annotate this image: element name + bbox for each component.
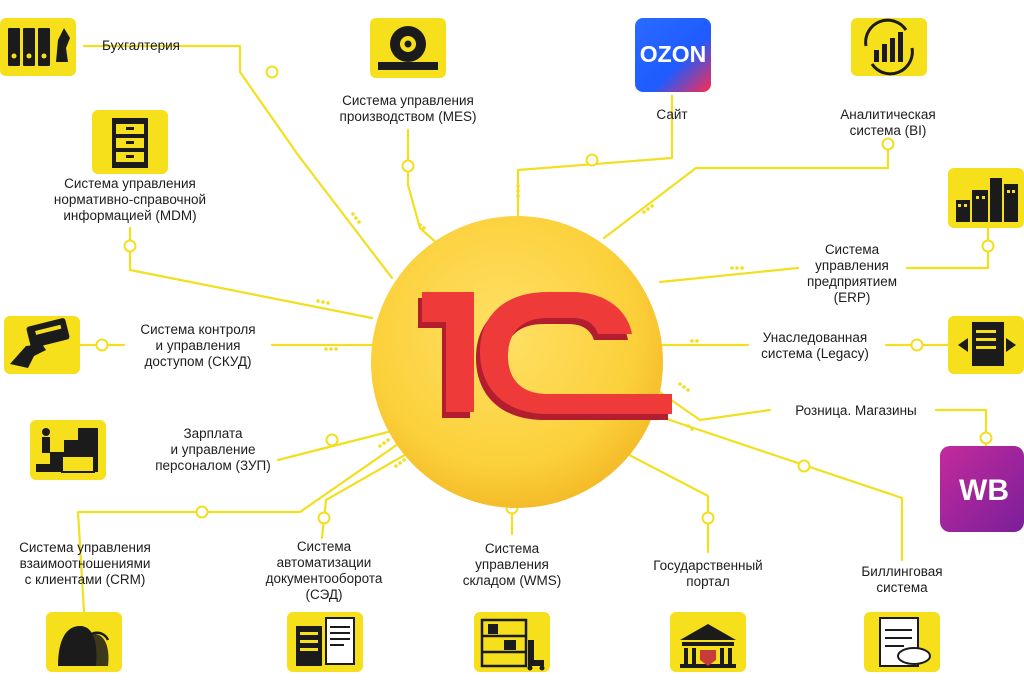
label-sed: Система автоматизации документооборота (… — [265, 539, 383, 602]
career-ladder-icon — [36, 428, 98, 473]
line-retail-wb — [934, 408, 988, 448]
headset-people-icon — [58, 626, 110, 666]
factory-icon — [956, 178, 1018, 222]
tile-gov — [670, 612, 746, 672]
ring — [979, 431, 993, 445]
ring — [325, 433, 339, 447]
ring — [910, 338, 924, 352]
ring — [797, 459, 811, 473]
line-gov — [610, 444, 710, 554]
label-bi: Аналитическая система (BI) — [840, 107, 936, 138]
hub-1c-glyph — [422, 292, 672, 414]
ring — [981, 239, 995, 253]
ring — [95, 338, 109, 352]
label-crm: Система управления взаимоотношениями с к… — [19, 540, 151, 587]
tile-skud — [4, 316, 80, 374]
label-erp: Система управления предприятием (ERP) — [806, 242, 898, 305]
tile-wms — [474, 612, 550, 672]
tile-crm — [46, 612, 122, 672]
tile-accounting — [0, 18, 76, 76]
line-zup — [276, 428, 398, 462]
line-accounting — [82, 44, 394, 280]
label-skud: Система контроля и управления доступом (… — [140, 322, 256, 369]
data-transfer-icon — [958, 322, 1016, 366]
documents-server-icon — [296, 617, 355, 666]
ring — [401, 159, 415, 173]
warehouse-shelves-icon — [480, 618, 528, 668]
invoice-icon — [879, 617, 931, 667]
ring — [701, 511, 715, 525]
label-accounting: Бухгалтерия — [102, 38, 180, 53]
ring — [585, 153, 599, 167]
ring — [195, 505, 209, 519]
tile-erp — [948, 168, 1024, 228]
access-card-icon — [10, 318, 70, 368]
tile-legacy — [948, 316, 1024, 374]
cabinet-icon — [112, 118, 148, 168]
label-zup: Зарплата и управление персоналом (ЗУП) — [155, 426, 271, 473]
tile-retail-wb: WB — [940, 446, 1024, 532]
binders-icon — [8, 28, 70, 66]
tile-mes — [370, 18, 446, 78]
line-sed — [320, 450, 412, 540]
line-bi — [602, 138, 890, 240]
line-crm — [76, 442, 400, 614]
tile-bi — [851, 18, 927, 76]
label-mes: Система управления производством (MES) — [339, 93, 477, 124]
label-mdm: Система управления нормативно-справочной… — [53, 176, 207, 223]
ring — [265, 65, 279, 79]
ring — [123, 239, 137, 253]
saw-blade-icon — [378, 26, 438, 70]
label-billing: Биллинговая система — [861, 564, 943, 595]
tile-mdm — [92, 110, 168, 174]
line-mdm — [128, 226, 374, 320]
ring — [317, 511, 331, 525]
label-site: Сайт — [656, 107, 688, 122]
line-mes — [406, 128, 442, 248]
tile-sed — [287, 612, 363, 672]
label-wms: Система управления складом (WMS) — [462, 541, 562, 588]
tile-site-ozon: OZON — [635, 18, 711, 92]
hub-1c — [371, 216, 672, 508]
label-legacy: Унаследованная система (Legacy) — [761, 330, 869, 361]
tile-billing — [864, 612, 940, 672]
ozon-logo-text: OZON — [640, 41, 706, 67]
line-billing — [638, 408, 904, 562]
tile-zup — [30, 420, 106, 480]
label-gov: Государственный портал — [653, 558, 763, 589]
label-retail: Розница. Магазины — [795, 403, 917, 418]
wb-logo-text: WB — [959, 474, 1009, 507]
chart-arrow-icon — [864, 18, 914, 76]
connector-rings — [95, 65, 995, 525]
ring — [881, 137, 895, 151]
line-erp — [905, 224, 990, 270]
line-erp-hub — [658, 266, 800, 284]
government-building-icon — [680, 624, 736, 668]
